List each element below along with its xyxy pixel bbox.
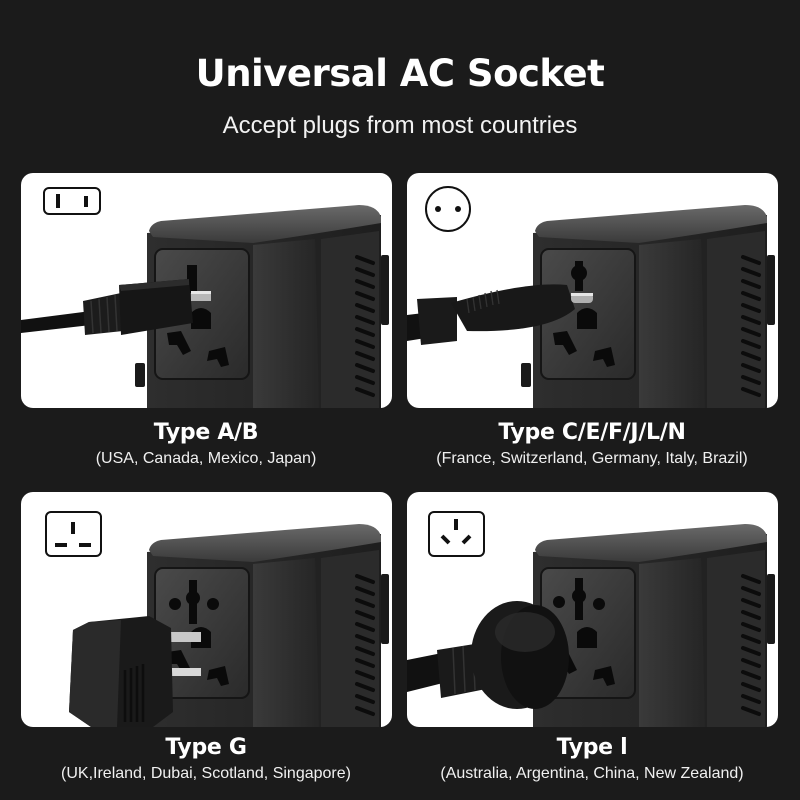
plug-type-countries: (Australia, Argentina, China, New Zealan… — [440, 765, 744, 782]
page-subtitle: Accept plugs from most countries — [222, 112, 578, 139]
panel-label-type-i: Type l (Australia, Argentina, China, New… — [397, 735, 787, 785]
plug-type-countries: (USA, Canada, Mexico, Japan) — [95, 450, 317, 467]
device-with-angled-plug-image — [407, 511, 777, 727]
device-with-flat-plug-image — [21, 187, 391, 408]
type-i-socket-icon — [428, 511, 485, 557]
panel-label-type-a-b: Type A/B (USA, Canada, Mexico, Japan) — [11, 420, 401, 470]
panel-type-a-b — [21, 173, 392, 408]
device-with-round-plug-image — [407, 186, 777, 408]
plug-type-countries: (France, Switzerland, Germany, Italy, Br… — [436, 450, 748, 467]
device-with-uk-plug-image — [45, 511, 391, 727]
plug-type-title: Type A/B — [153, 420, 259, 445]
page-title: Universal AC Socket — [195, 52, 605, 95]
panel-type-i — [407, 492, 778, 727]
type-g-socket-icon — [45, 511, 102, 557]
plug-type-title: Type G — [165, 735, 247, 760]
plug-type-title: Type l — [556, 735, 628, 760]
panel-label-type-g: Type G (UK,Ireland, Dubai, Scotland, Sin… — [11, 735, 401, 785]
plug-type-countries: (UK,Ireland, Dubai, Scotland, Singapore) — [61, 765, 351, 782]
type-a-b-socket-icon — [43, 187, 101, 215]
panel-label-type-c-e-f-j-l-n: Type C/E/F/J/L/N (France, Switzerland, G… — [397, 420, 787, 470]
panel-type-c-e-f-j-l-n — [407, 173, 778, 408]
panel-type-g — [21, 492, 392, 727]
plug-type-title: Type C/E/F/J/L/N — [498, 420, 686, 445]
type-c-round-socket-icon — [425, 186, 471, 232]
